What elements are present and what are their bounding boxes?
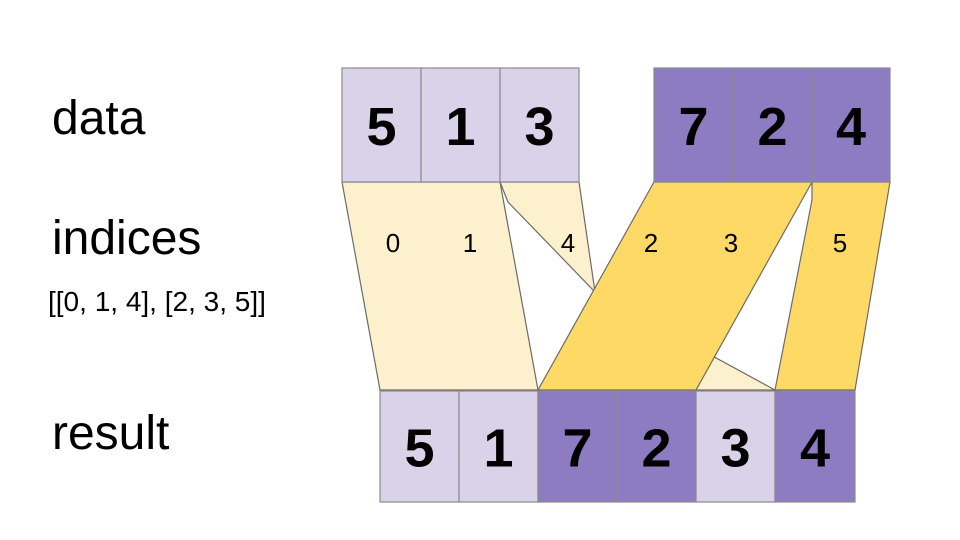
result-cell-value: 1 <box>483 419 513 479</box>
index-label-5: 5 <box>833 228 847 258</box>
index-label-4: 3 <box>724 228 738 258</box>
result-cell-value: 4 <box>800 419 830 479</box>
data-cell-0-2 <box>499 67 580 183</box>
result-cell-2 <box>537 390 618 503</box>
data-cell-value: 7 <box>678 97 708 157</box>
result-cell-4 <box>695 390 776 503</box>
result-cell-value: 3 <box>720 419 750 479</box>
row-label-result: result <box>52 407 170 460</box>
result-cell-0 <box>379 390 460 503</box>
data-cell-1-1 <box>732 67 813 183</box>
result-cell-value: 5 <box>404 419 434 479</box>
data-cell-0-0 <box>341 67 422 183</box>
result-cell-1 <box>458 390 539 503</box>
data-cell-0-1 <box>420 67 501 183</box>
data-cell-value: 5 <box>366 97 396 157</box>
ribbons-layer <box>341 181 891 391</box>
index-label-3: 2 <box>644 228 658 258</box>
index-label-2: 4 <box>561 228 575 258</box>
result-cell-3 <box>616 390 697 503</box>
row-label-indices: indices <box>52 212 202 265</box>
row-label-data: data <box>52 92 146 145</box>
result-cell-value: 2 <box>641 419 671 479</box>
data-cell-1-2 <box>811 67 891 183</box>
data-cell-value: 2 <box>757 97 787 157</box>
index-labels-layer: 0 1 4 2 3 5 <box>386 228 847 258</box>
data-cell-1-0 <box>653 67 734 183</box>
data-cell-value: 1 <box>445 97 475 157</box>
ribbon-0-1 <box>341 181 539 391</box>
index-label-0: 0 <box>386 228 400 258</box>
index-label-1: 1 <box>463 228 477 258</box>
result-cell-5 <box>774 390 856 503</box>
data-cell-value: 3 <box>524 97 554 157</box>
result-cell-value: 7 <box>562 419 592 479</box>
data-cell-value: 4 <box>836 97 866 157</box>
indices-value-text: [[0, 1, 4], [2, 3, 5]] <box>48 286 266 317</box>
